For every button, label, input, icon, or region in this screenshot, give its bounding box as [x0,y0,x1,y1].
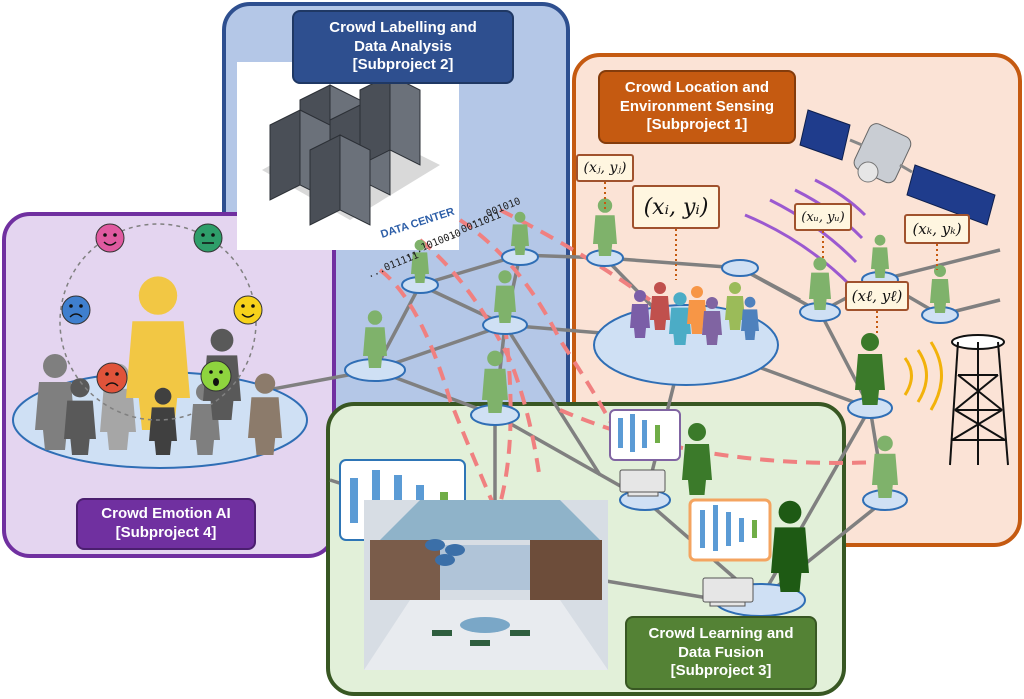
subproject3-title: Crowd Learning and Data Fusion [Subproje… [625,616,817,690]
subproject2-title-line2: Data Analysis [354,37,452,55]
device-icons [619,469,754,607]
coordinate-label-j: (xⱼ, yⱼ) [576,154,634,182]
subproject4-title-line1: Crowd Emotion AI [101,505,231,523]
subproject2-title: Crowd Labelling and Data Analysis [Subpr… [292,10,514,84]
coordinate-label-l: (xℓ, yℓ) [845,281,909,311]
coordinate-label-k: (xₖ, yₖ) [904,214,970,244]
satellite-signal-icon [744,178,867,287]
coordinate-label-i: (xᵢ, yᵢ) [632,185,720,229]
datacenter-icon: DATA CENTER [237,62,459,250]
subproject4-title-line2: [Subproject 4] [115,524,217,541]
subproject3-title-line2: Data Fusion [678,643,764,661]
person-silhouette-black-icon [771,500,809,592]
subproject1-title-line3: [Subproject 1] [646,116,748,134]
emoji-icons [61,223,263,394]
cell-tower-icon [949,334,1009,466]
tower-signal-icon [903,341,943,411]
subproject2-title-line1: Crowd Labelling and [329,18,477,36]
subproject3-title-line3: [Subproject 3] [670,662,772,680]
subproject1-title-line2: Environment Sensing [619,97,775,115]
subproject2-title-line3: [Subproject 2] [352,56,454,74]
subproject1-title-line1: Crowd Location and [624,78,770,96]
shopping-mall-icon [364,500,608,670]
subproject4-title: Crowd Emotion AI [Subproject 4] [76,498,256,550]
subproject3-title-line1: Crowd Learning and [648,624,794,642]
subproject1-title: Crowd Location and Environment Sensing [… [598,70,796,144]
satellite-icon [799,109,996,226]
coordinate-label-u: (xᵤ, yᵤ) [794,203,852,231]
